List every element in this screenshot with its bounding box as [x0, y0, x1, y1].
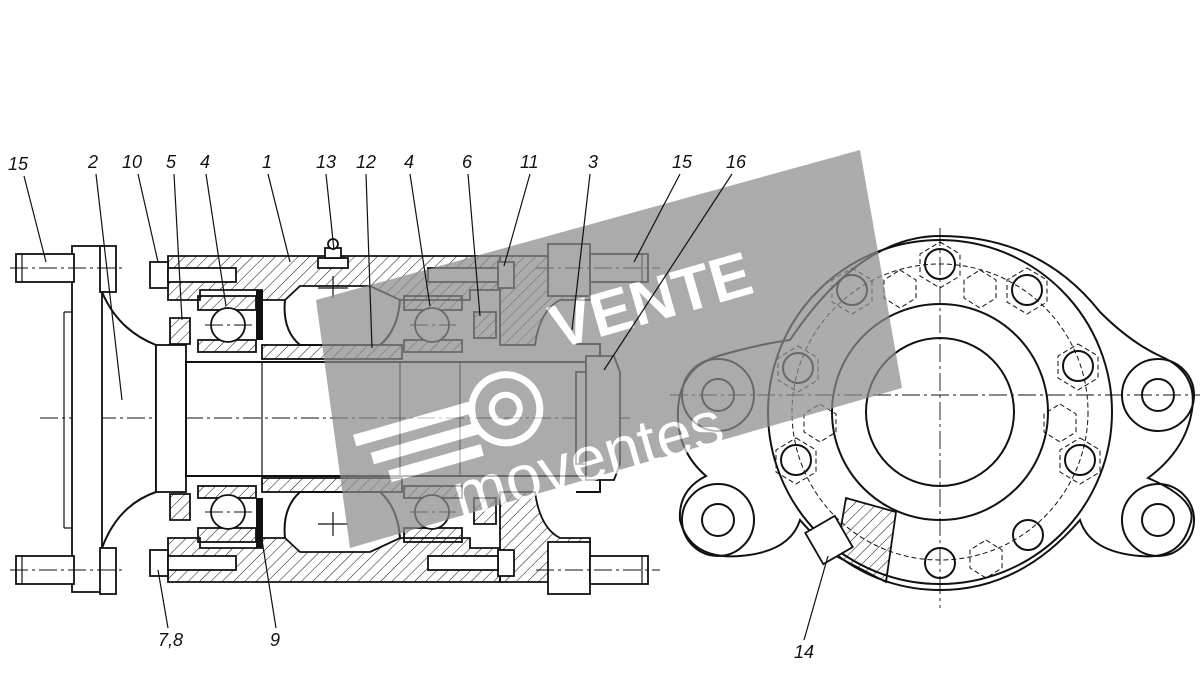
- watermark-logo-icon: [353, 371, 544, 483]
- callout-1: 1: [262, 152, 272, 172]
- bearing-left-upper: [197, 295, 257, 353]
- lug-hole-right-upper: [1121, 358, 1195, 432]
- callout-15-left: 15: [8, 154, 29, 174]
- retaining-ring-upper: [256, 290, 263, 340]
- callout-15-right: 15: [672, 152, 693, 172]
- front-housing-outline: [676, 234, 1194, 592]
- callout-9: 9: [270, 630, 280, 650]
- retaining-ring-lower: [256, 498, 263, 548]
- flange-plate: [71, 245, 103, 593]
- cap-screw-left-bottom: [149, 549, 237, 577]
- shaft: [155, 344, 187, 493]
- callout-2: 2: [87, 152, 98, 172]
- callout-5: 5: [166, 152, 177, 172]
- seal-left-lower: [169, 493, 191, 521]
- callout-4-right: 4: [404, 152, 414, 172]
- seal-left-upper: [169, 317, 191, 345]
- grease-nipple: [317, 238, 349, 269]
- cap-screw-right-bottom: [427, 549, 515, 577]
- callout-7-8: 7,8: [158, 630, 183, 650]
- callout-13: 13: [316, 152, 336, 172]
- watermark: VENTE moventes: [316, 150, 902, 548]
- bearing-left-lower: [197, 485, 257, 543]
- lug-hole-right-lower: [1121, 483, 1195, 557]
- cap-screw-left-top: [149, 261, 237, 289]
- callout-6: 6: [462, 152, 473, 172]
- callout-16: 16: [726, 152, 747, 172]
- watermark-panel: [316, 150, 902, 548]
- callout-14: 14: [794, 642, 814, 662]
- callouts: 15 2 10 5 4 1 13 12 4 6 11 3 15 16 7,8 9…: [8, 152, 814, 662]
- callout-4-left: 4: [200, 152, 210, 172]
- callout-11: 11: [520, 152, 539, 172]
- leader-lines: [23, 173, 829, 641]
- angled-grease-nipple: [804, 496, 898, 584]
- callout-12: 12: [356, 152, 376, 172]
- callout-3: 3: [588, 152, 598, 172]
- lug-hole-left-lower: [681, 483, 755, 557]
- callout-10: 10: [122, 152, 142, 172]
